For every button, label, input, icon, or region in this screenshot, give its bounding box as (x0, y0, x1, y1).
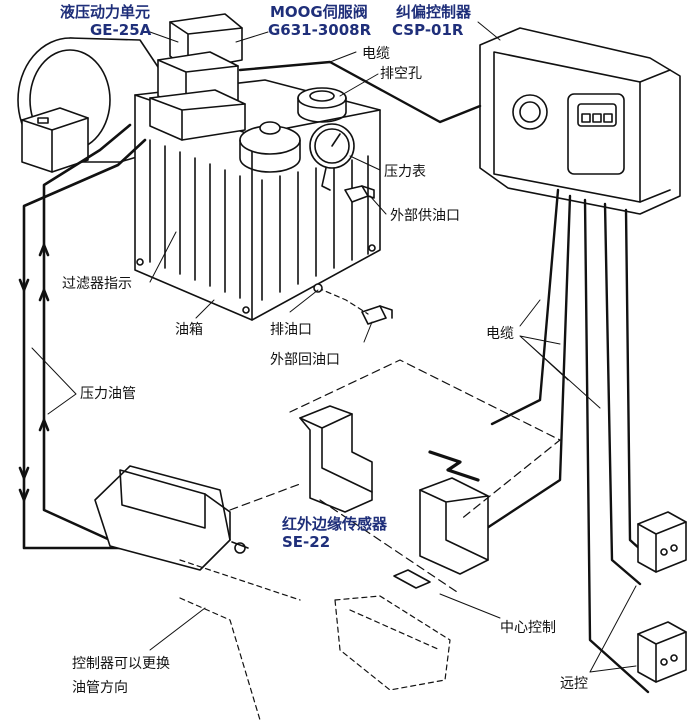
controller-box (479, 27, 681, 215)
cable-mid-label: 电缆 (486, 326, 514, 342)
controller-model-label: CSP-01R (392, 21, 464, 39)
pressure-lines (18, 123, 187, 550)
web-path (229, 359, 561, 595)
center-control-label: 中心控制 (500, 620, 556, 636)
pressure-gauge-label: 压力表 (384, 164, 426, 180)
ir-sensor-upper (299, 405, 373, 513)
drain-port-label: 排油口 (270, 322, 312, 338)
servo-valve-name-label: MOOG伺服阀 (270, 3, 368, 21)
center-control-rod (393, 569, 431, 589)
leader-lines (31, 21, 637, 673)
ir-sensor-lower (419, 477, 489, 575)
filter-indicator-label: 过滤器指示 (62, 276, 132, 292)
pressure-pipe-label: 压力油管 (80, 386, 136, 402)
power-unit-model-label: GE-25A (90, 21, 152, 39)
cylinder-alt-position (179, 559, 451, 721)
filter-indicator (239, 121, 301, 173)
ir-sensor-model-label: SE-22 (282, 533, 331, 551)
pipe-direction-label-line2: 油管方向 (72, 680, 128, 696)
pipe-direction-label-line1: 控制器可以更换 (72, 656, 170, 672)
hydraulic-cylinder (94, 465, 249, 571)
terminal-box (21, 107, 89, 173)
remote-control-upper (637, 511, 687, 573)
external-return-port-label: 外部回油口 (270, 352, 340, 368)
return-fitting (361, 305, 393, 325)
pressure-gauge (309, 123, 355, 191)
ir-sensor-name-label: 红外边缘传感器 (282, 515, 388, 533)
power-unit-name-label: 液压动力单元 (60, 3, 151, 21)
external-supply-port-label: 外部供油口 (390, 208, 460, 224)
servo-valve (149, 13, 246, 141)
vent-hole-label: 排空孔 (380, 66, 422, 82)
cable-top-label: 电缆 (362, 46, 390, 62)
servo-valve-model-label: G631-3008R (268, 21, 372, 39)
remote-control-lower (637, 621, 687, 683)
external-supply-fitting (344, 185, 375, 203)
vent-hole-plug (297, 87, 347, 123)
remote-control-label: 远控 (560, 676, 588, 692)
controller-name-label: 纠偏控制器 (396, 3, 472, 21)
oil-tank-label: 油箱 (175, 322, 203, 338)
